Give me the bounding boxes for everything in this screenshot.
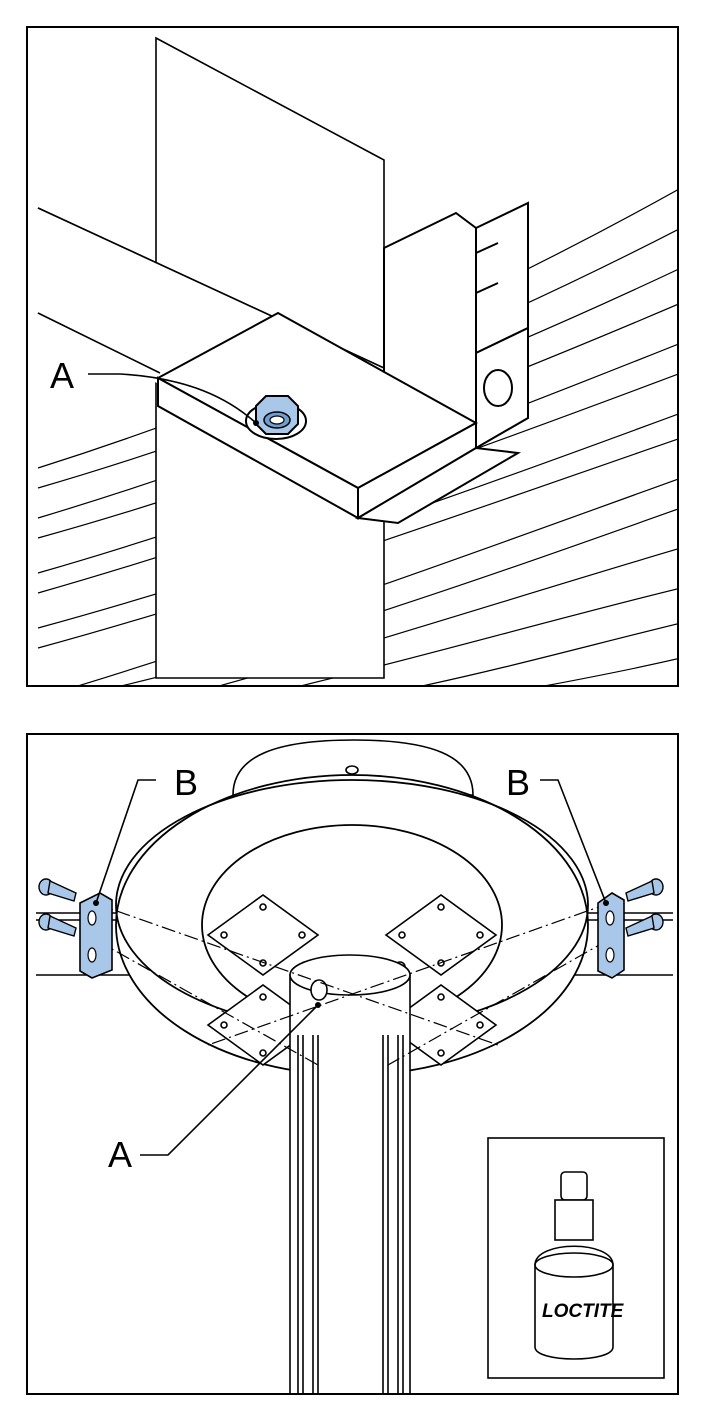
callout-label-a: A bbox=[108, 1134, 132, 1175]
callout-label-a: A bbox=[50, 355, 74, 396]
bracket-nut-drawing: A bbox=[37, 36, 677, 685]
right-clamp-bracket bbox=[597, 892, 625, 979]
callout-label-b-left: B bbox=[174, 762, 198, 803]
callout-label-b-right: B bbox=[506, 762, 530, 803]
loctite-bottle-icon bbox=[534, 1171, 614, 1360]
loctite-label: LOCTITE bbox=[542, 1301, 625, 1322]
callout-leaders bbox=[95, 779, 607, 1156]
top-illustration-panel: A bbox=[26, 26, 679, 687]
hex-nut bbox=[245, 395, 307, 440]
right-screws bbox=[625, 878, 664, 937]
alignment-lines bbox=[93, 902, 611, 1066]
callout-a-leader bbox=[88, 373, 259, 426]
bottom-illustration-panel: B B A LOCTITE bbox=[26, 733, 679, 1395]
center-column bbox=[289, 954, 411, 1393]
hub-disc bbox=[115, 774, 589, 1076]
mounting-plate bbox=[155, 311, 522, 525]
hub-assembly-drawing: B B A LOCTITE bbox=[36, 739, 673, 1393]
callout-leader-dots bbox=[93, 900, 609, 1008]
loctite-inset: LOCTITE bbox=[487, 1137, 665, 1379]
left-screws bbox=[38, 878, 77, 937]
